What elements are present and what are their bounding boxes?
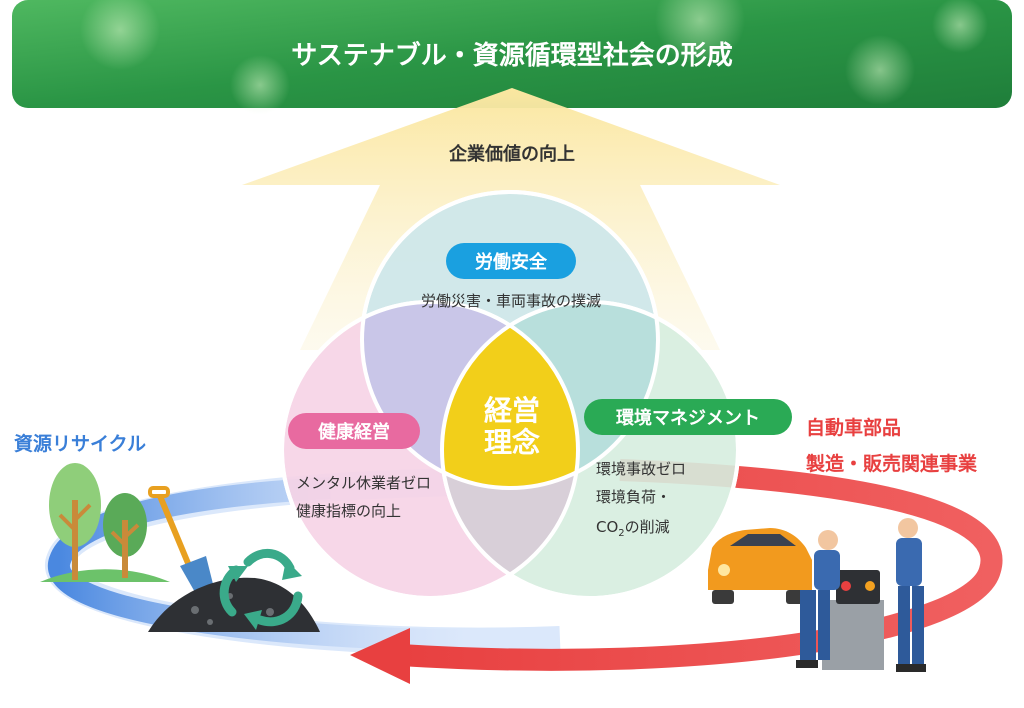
engine-icon <box>822 570 884 670</box>
safety-title: 労働安全 <box>475 251 548 273</box>
arrow-label: 企業価値の向上 <box>448 143 575 165</box>
auto-label-line2: 製造・販売関連事業 <box>805 452 978 475</box>
auto-label-line1: 自動車部品 <box>806 416 901 439</box>
center-line2: 理念 <box>484 426 540 459</box>
health-badge: 健康経営 <box>288 413 420 449</box>
center-line1: 経営 <box>484 394 540 427</box>
auto-scene <box>708 518 926 672</box>
safety-line1: 労働災害・車両事故の撲滅 <box>421 292 601 310</box>
health-line2: 健康指標の向上 <box>296 502 401 520</box>
mechanics-icon <box>796 518 926 672</box>
auto-arc <box>399 459 1003 671</box>
environment-line1: 環境事故ゼロ <box>596 460 686 478</box>
health-line1: メンタル休業者ゼロ <box>296 474 431 492</box>
recycle-scene <box>40 463 320 632</box>
environment-line3: CO2の削減 <box>596 518 670 539</box>
car-icon <box>708 528 812 604</box>
recycle-arrows-icon <box>219 549 303 630</box>
banner: サステナブル・資源循環型社会の形成 <box>12 0 1012 115</box>
environment-title: 環境マネジメント <box>616 407 760 429</box>
cycle-ring <box>45 459 1003 684</box>
shovel-icon <box>148 486 214 594</box>
center-overlap <box>442 302 578 488</box>
cycle-arrowhead <box>350 628 410 684</box>
venn <box>280 190 740 600</box>
safety-badge: 労働安全 <box>446 243 576 279</box>
banner-title: サステナブル・資源循環型社会の形成 <box>291 40 732 71</box>
recycle-label: 資源リサイクル <box>14 432 146 455</box>
health-title: 健康経営 <box>318 421 390 443</box>
environment-line2: 環境負荷・ <box>596 488 671 506</box>
tree-icon <box>103 493 147 578</box>
tree-icon <box>49 463 101 580</box>
environment-badge: 環境マネジメント <box>584 399 792 435</box>
